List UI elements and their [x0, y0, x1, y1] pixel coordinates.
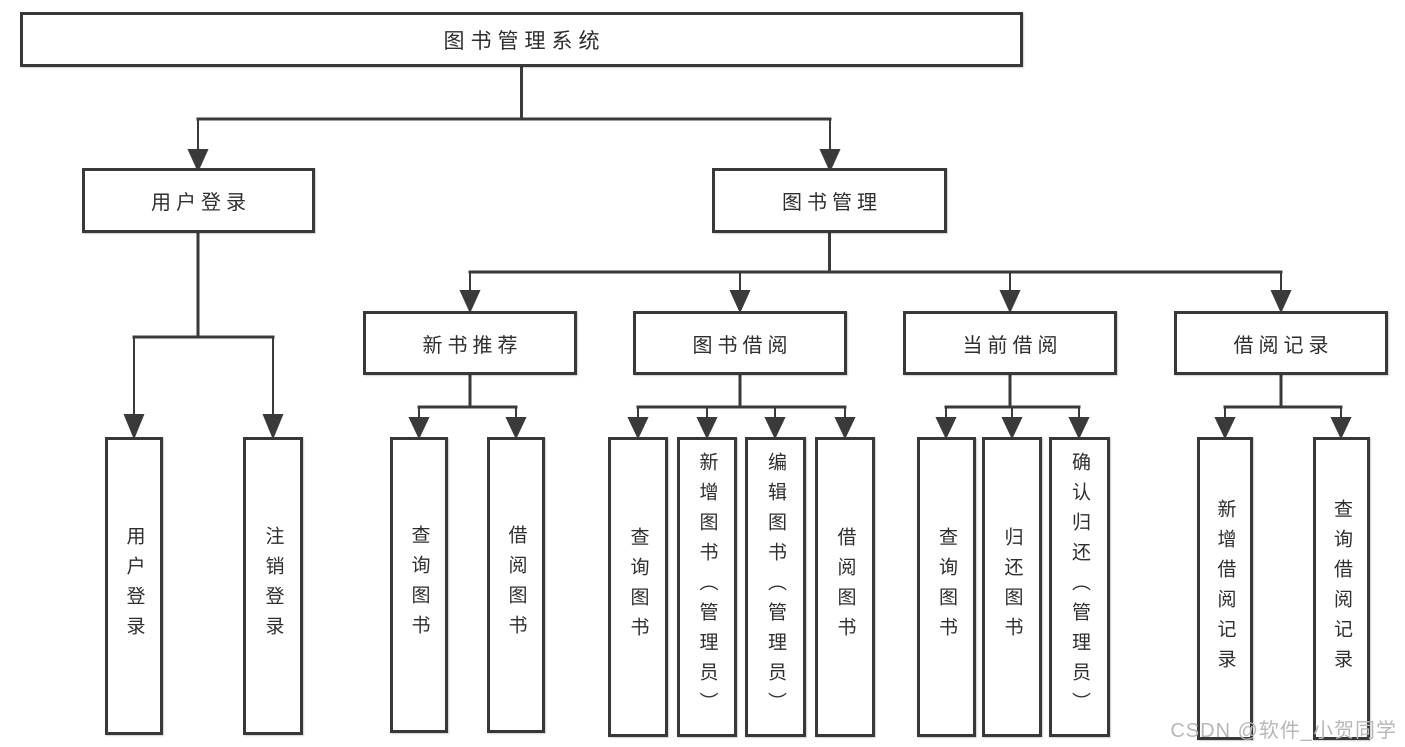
csdn-watermark: CSDN @软件_小贺同学 [1170, 720, 1397, 742]
leaf-query-record-label: 查询借阅记录 [1331, 498, 1352, 679]
arrow-leaf-query-books-2 [627, 407, 649, 440]
leaf-query-books-3-label: 查询图书 [936, 527, 957, 647]
arrow-leaf-add-books [696, 407, 718, 440]
connector-bookborrow-group [636, 375, 847, 409]
leaf-return-books: 归还图书 [982, 437, 1042, 737]
arrow-leaf-return-books [1001, 407, 1023, 440]
leaf-edit-books-label: 编辑图书（管理员） [765, 452, 786, 722]
connector-userlogin-group [132, 233, 275, 339]
arrow-leaf-query-record [1330, 407, 1352, 440]
leaf-add-books: 新增图书（管理员） [677, 437, 737, 737]
node-current-borrow-label: 当前借阅 [962, 334, 1063, 357]
leaf-query-books-3: 查询图书 [917, 437, 976, 737]
leaf-add-record-label: 新增借阅记录 [1214, 498, 1236, 679]
leaf-add-record: 新增借阅记录 [1197, 437, 1253, 740]
node-new-books-label: 新书推荐 [422, 334, 523, 357]
leaf-query-books-2: 查询图书 [608, 437, 668, 737]
arrow-leaf-add-record [1214, 407, 1236, 440]
node-root-label: 图书管理系统 [443, 29, 606, 53]
leaf-query-books-1: 查询图书 [390, 437, 448, 733]
arrow-leaf-borrow-books-2 [834, 407, 856, 440]
node-current-borrow: 当前借阅 [903, 311, 1117, 375]
leaf-borrow-books-2: 借阅图书 [815, 437, 875, 737]
connector-borrowrecords-group [1223, 375, 1343, 409]
node-new-books: 新书推荐 [363, 311, 577, 375]
leaf-confirm-return: 确认归还（管理员） [1049, 437, 1110, 737]
arrow-leaf-edit-books [764, 407, 786, 440]
arrow-to-new-books [459, 272, 481, 314]
arrow-to-user-login [187, 119, 209, 173]
connector-root-to-level2 [196, 67, 832, 121]
node-user-login-label: 用户登录 [151, 192, 251, 214]
arrow-to-current-borrow [999, 272, 1021, 314]
connector-bookmgmt-to-level3 [468, 233, 1283, 274]
leaf-query-books-2-label: 查询图书 [627, 527, 649, 647]
node-book-mgmt: 图书管理 [712, 168, 947, 233]
arrow-to-book-borrow [729, 272, 751, 314]
leaf-borrow-books-2-label: 借阅图书 [834, 527, 856, 647]
leaf-query-books-1-label: 查询图书 [408, 525, 430, 645]
node-book-borrow-label: 图书借阅 [692, 334, 793, 357]
node-user-login: 用户登录 [82, 168, 315, 233]
leaf-logout: 注销登录 [243, 437, 303, 735]
arrow-to-borrow-records [1270, 272, 1292, 314]
arrow-leaf-query-books-1 [408, 407, 430, 440]
arrow-leaf-query-books-3 [935, 407, 957, 440]
leaf-logout-label: 注销登录 [262, 526, 284, 646]
leaf-borrow-books-1: 借阅图书 [487, 437, 545, 733]
leaf-user-login: 用户登录 [105, 437, 163, 735]
arrow-leaf-borrow-books-1 [505, 407, 527, 440]
leaf-user-login-label: 用户登录 [123, 526, 145, 646]
leaf-borrow-books-1-label: 借阅图书 [505, 525, 527, 645]
node-book-borrow: 图书借阅 [633, 311, 847, 375]
node-root: 图书管理系统 [20, 12, 1023, 67]
node-borrow-records: 借阅记录 [1174, 311, 1388, 375]
leaf-return-books-label: 归还图书 [1001, 527, 1023, 647]
arrow-to-book-mgmt [819, 119, 841, 173]
connector-currentborrow-group [944, 375, 1081, 409]
node-borrow-records-label: 借阅记录 [1233, 334, 1334, 357]
connector-newbooks-group [417, 375, 518, 409]
arrow-leaf-confirm-return [1068, 407, 1090, 440]
arrow-leaf-user-login [123, 337, 145, 440]
node-book-mgmt-label: 图书管理 [782, 192, 882, 214]
leaf-edit-books: 编辑图书（管理员） [745, 437, 806, 737]
leaf-query-record: 查询借阅记录 [1313, 437, 1370, 740]
leaf-confirm-return-label: 确认归还（管理员） [1069, 452, 1090, 722]
arrow-leaf-logout [262, 337, 284, 440]
leaf-add-books-label: 新增图书（管理员） [696, 452, 718, 722]
